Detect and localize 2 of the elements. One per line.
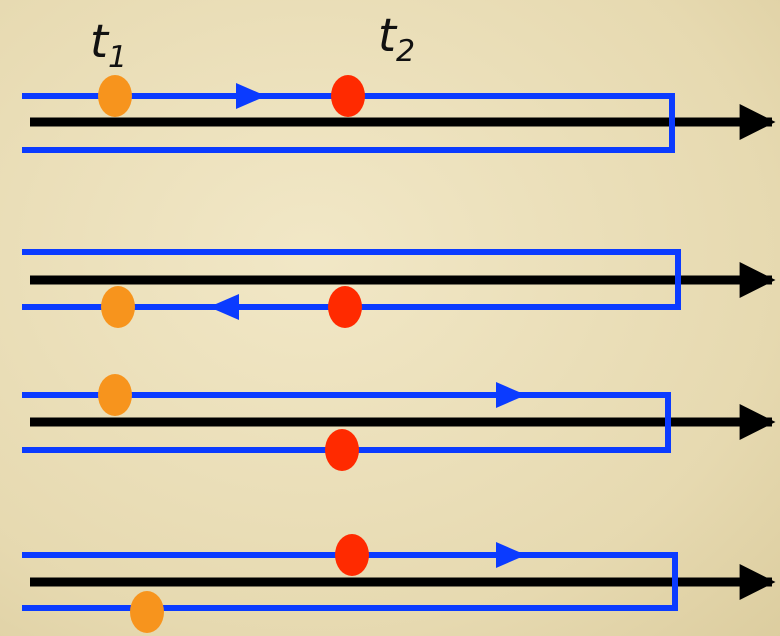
time-label: t$_{1}$ bbox=[90, 18, 128, 74]
time-label: t$_{2}$ bbox=[378, 12, 416, 68]
